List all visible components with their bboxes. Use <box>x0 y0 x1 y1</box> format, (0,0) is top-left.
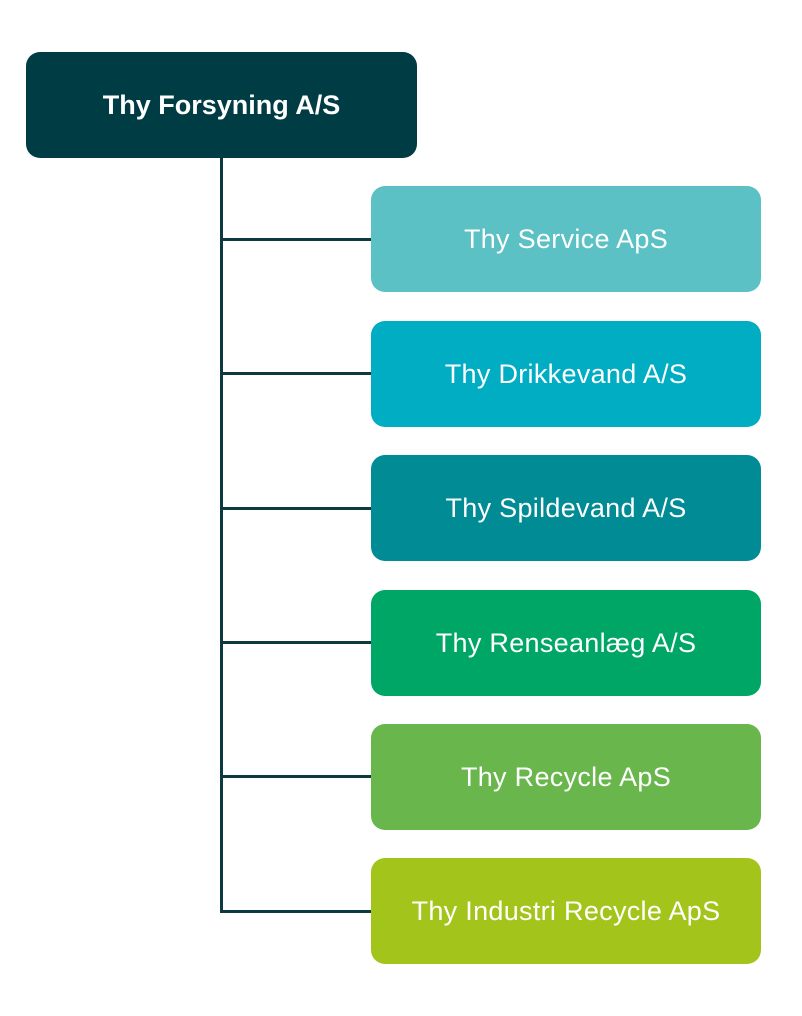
subsidiary-label-industri-recycle: Thy Industri Recycle ApS <box>411 895 721 926</box>
subsidiary-box-renseanlaeg: Thy Renseanlæg A/S <box>371 590 761 696</box>
connector-branch-drikkevand <box>220 372 371 375</box>
subsidiary-box-drikkevand: Thy Drikkevand A/S <box>371 321 761 427</box>
connector-branch-service <box>220 238 371 241</box>
subsidiary-label-spildevand: Thy Spildevand A/S <box>445 492 687 523</box>
subsidiary-box-service: Thy Service ApS <box>371 186 761 292</box>
connector-trunk <box>220 158 223 913</box>
connector-branch-spildevand <box>220 507 371 510</box>
connector-branch-industri-recycle <box>220 910 371 913</box>
parent-company-label: Thy Forsyning A/S <box>102 89 341 120</box>
subsidiary-box-recycle: Thy Recycle ApS <box>371 724 761 830</box>
subsidiary-label-drikkevand: Thy Drikkevand A/S <box>444 358 688 389</box>
subsidiary-label-service: Thy Service ApS <box>463 223 669 254</box>
connector-branch-renseanlaeg <box>220 641 371 644</box>
subsidiary-box-industri-recycle: Thy Industri Recycle ApS <box>371 858 761 964</box>
subsidiary-box-spildevand: Thy Spildevand A/S <box>371 455 761 561</box>
subsidiary-label-recycle: Thy Recycle ApS <box>460 761 672 792</box>
parent-company-box: Thy Forsyning A/S <box>26 52 417 158</box>
subsidiary-label-renseanlaeg: Thy Renseanlæg A/S <box>435 627 697 658</box>
connector-branch-recycle <box>220 775 371 778</box>
